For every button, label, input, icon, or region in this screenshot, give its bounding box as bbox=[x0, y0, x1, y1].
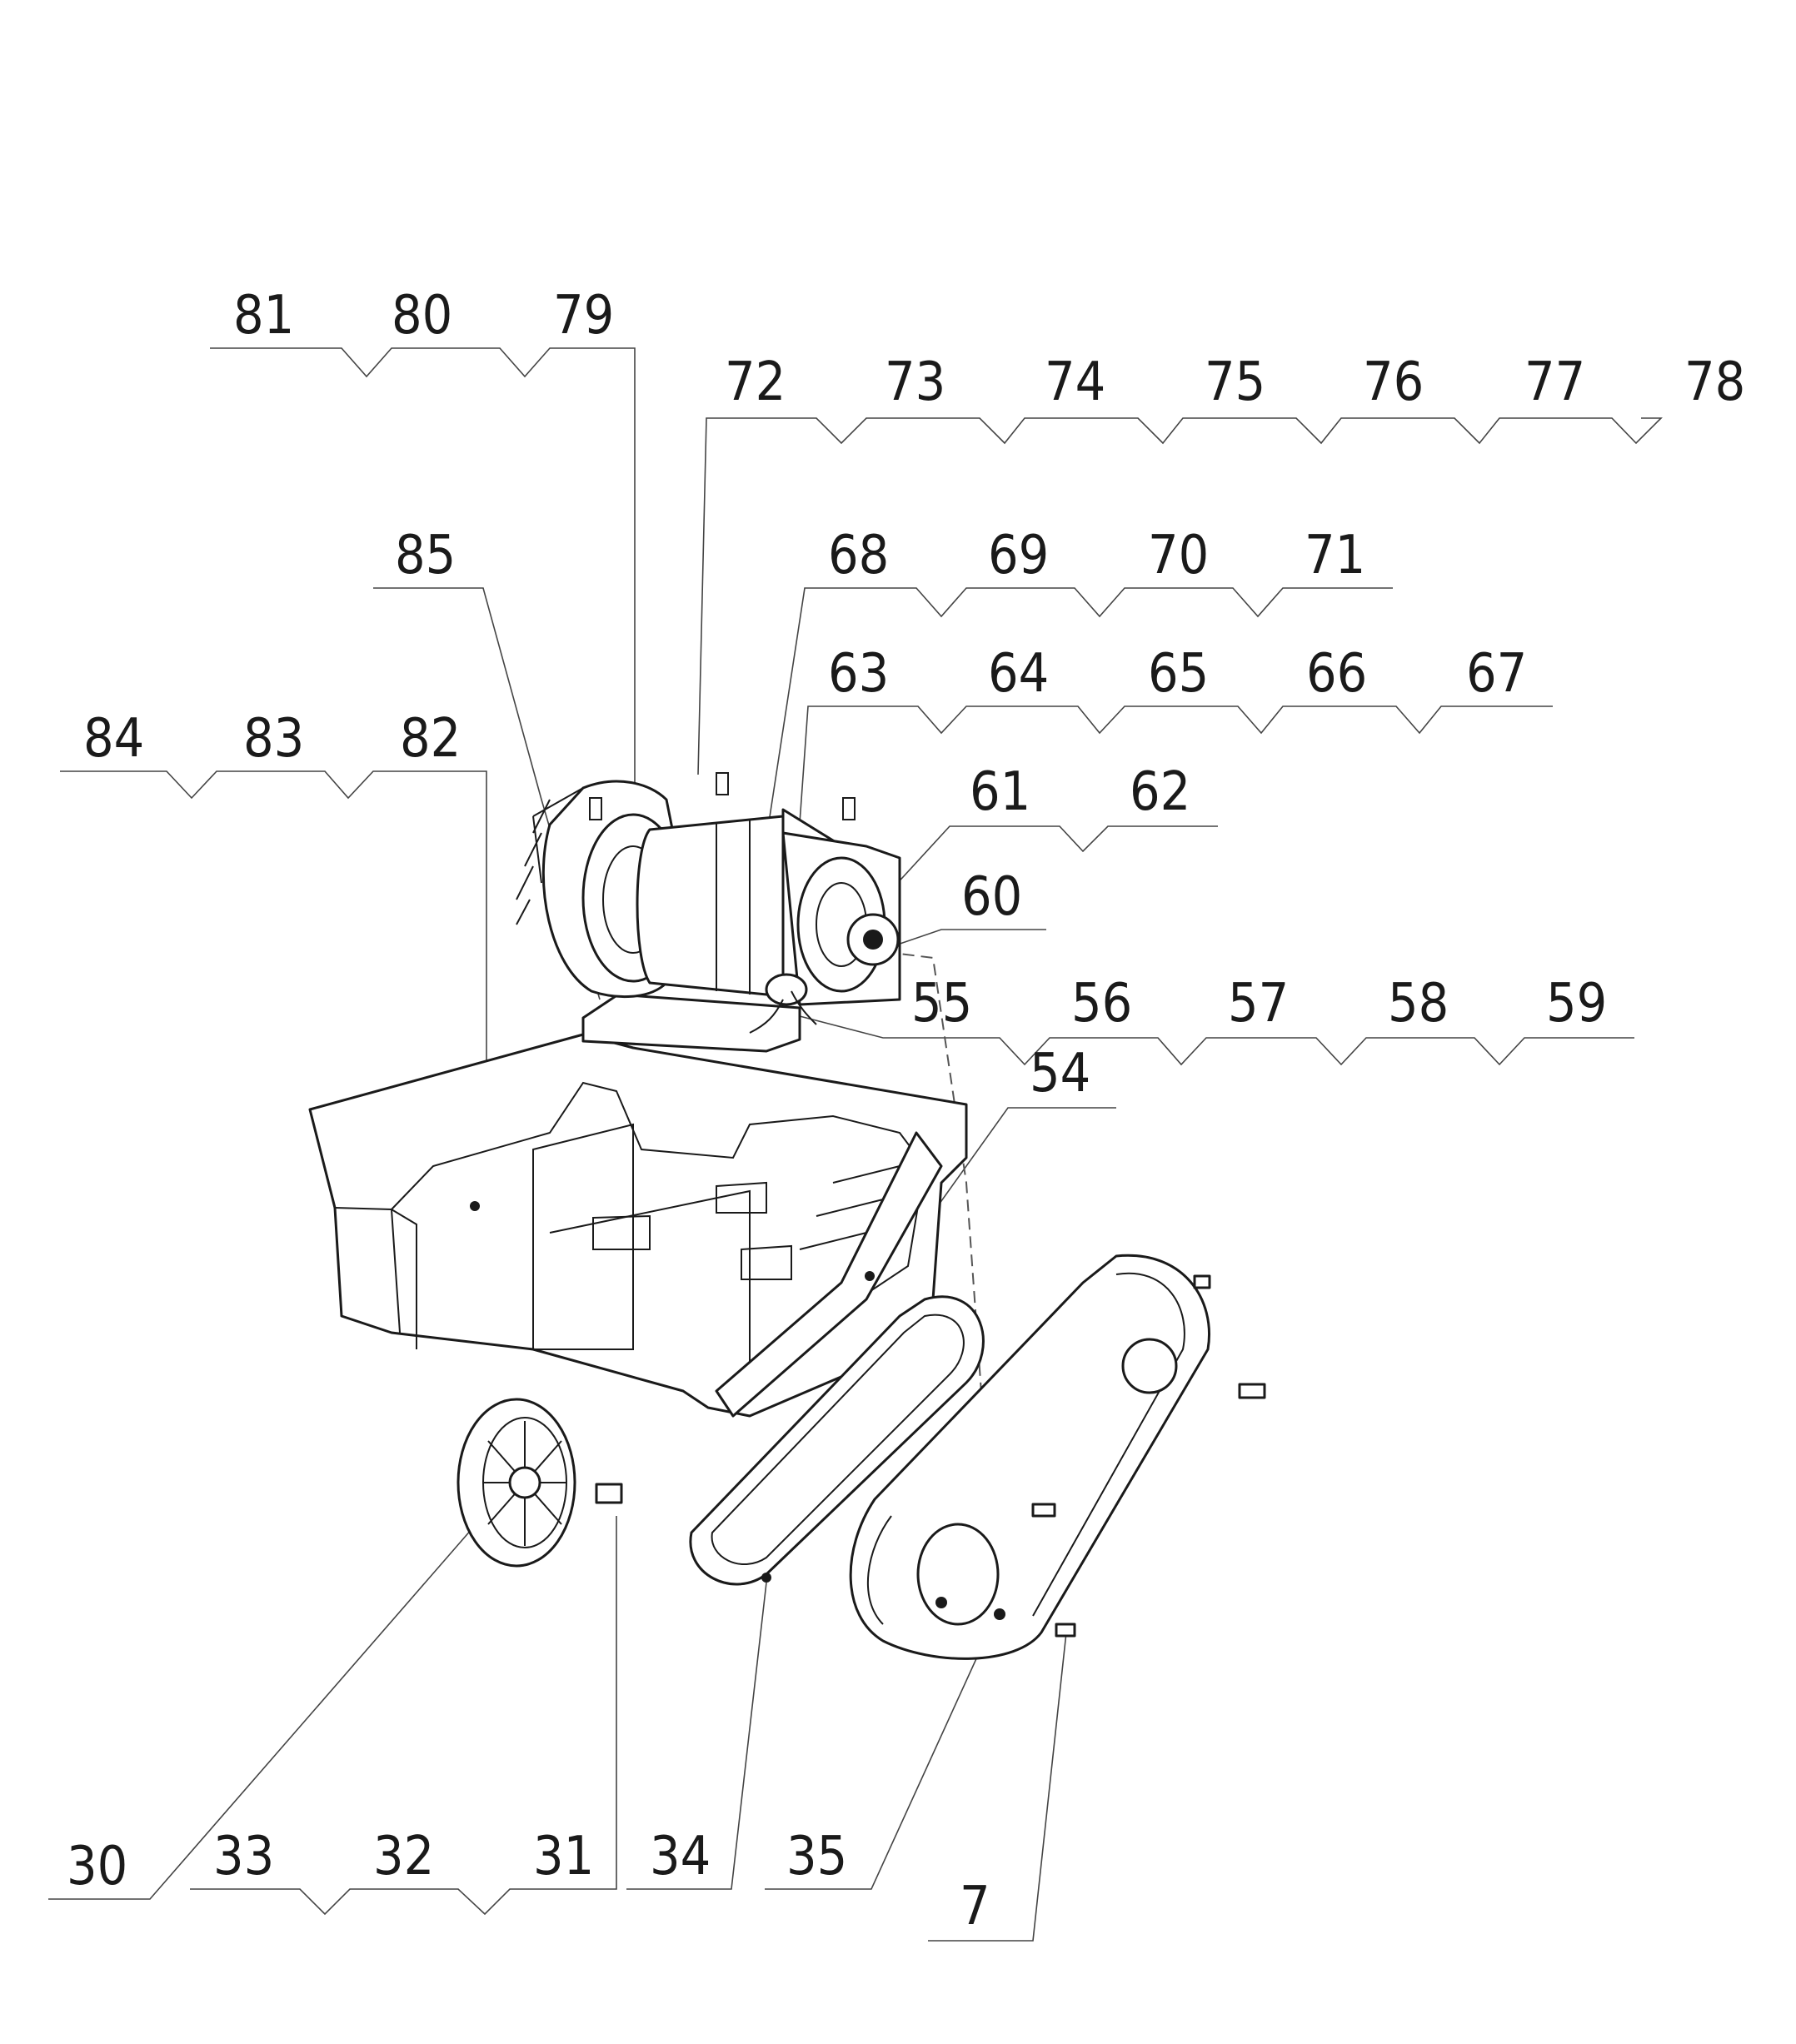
callout-56: 56 bbox=[1071, 973, 1132, 1034]
callout-64: 64 bbox=[988, 643, 1049, 705]
callout-81: 81 bbox=[233, 285, 294, 346]
callout-55: 55 bbox=[911, 973, 972, 1034]
fan-cover-grille bbox=[516, 787, 584, 925]
screw-top-1 bbox=[716, 772, 729, 795]
belt-cover-port-top bbox=[1121, 1338, 1178, 1394]
belt-cover-fasteners bbox=[935, 1274, 1266, 1638]
belt-marker bbox=[761, 1573, 771, 1583]
side-arm-ribs bbox=[799, 1165, 900, 1250]
leader-lines bbox=[48, 347, 1663, 1942]
leader-63-67 bbox=[792, 705, 1553, 917]
leader-34 bbox=[626, 1582, 767, 1890]
leader-68-71 bbox=[764, 587, 1393, 850]
callout-59: 59 bbox=[1546, 973, 1607, 1034]
fastener-6 bbox=[935, 1597, 947, 1608]
leader-72-78 bbox=[697, 417, 1663, 775]
housing-mount-blocks bbox=[592, 1181, 792, 1280]
callout-34: 34 bbox=[650, 1826, 711, 1887]
callout-83: 83 bbox=[243, 708, 304, 770]
callout-66: 66 bbox=[1306, 643, 1367, 705]
callout-80: 80 bbox=[392, 285, 452, 346]
leader-30 bbox=[48, 1515, 484, 1900]
callout-68: 68 bbox=[828, 525, 889, 586]
callout-71: 71 bbox=[1305, 525, 1365, 586]
housing-inner-wall bbox=[391, 1081, 926, 1367]
motor-base-plate bbox=[581, 993, 801, 1053]
fastener-1 bbox=[1193, 1274, 1211, 1289]
belt-cover-edge bbox=[866, 1272, 1185, 1625]
callout-82: 82 bbox=[400, 708, 461, 770]
fastener-5 bbox=[994, 1608, 1005, 1620]
callout-74: 74 bbox=[1045, 351, 1105, 413]
drive-pulley-hub bbox=[863, 930, 883, 950]
callout-33: 33 bbox=[213, 1826, 274, 1887]
callout-58: 58 bbox=[1388, 973, 1449, 1034]
motor-assembly bbox=[581, 772, 901, 1034]
callout-75: 75 bbox=[1205, 351, 1265, 413]
motor-wires bbox=[749, 990, 817, 1034]
callout-35: 35 bbox=[786, 1826, 847, 1887]
housing-bolt-2 bbox=[470, 1201, 480, 1211]
callout-72: 72 bbox=[725, 351, 786, 413]
callout-numbers: 81 80 79 72 73 74 75 76 77 78 85 68 69 7… bbox=[67, 285, 1745, 1937]
wheel-spokes bbox=[483, 1421, 566, 1546]
screw-top-3 bbox=[589, 797, 602, 820]
callout-76: 76 bbox=[1363, 351, 1424, 413]
wheel-bolt bbox=[595, 1483, 623, 1504]
callout-78: 78 bbox=[1684, 351, 1745, 413]
callout-73: 73 bbox=[885, 351, 945, 413]
housing-divider bbox=[532, 1123, 751, 1374]
leader-33-32-31 bbox=[190, 1516, 617, 1916]
leader-60 bbox=[882, 929, 1046, 950]
callout-79: 79 bbox=[553, 285, 614, 346]
wheel-hub bbox=[508, 1466, 541, 1499]
drive-belt bbox=[689, 1295, 985, 1586]
belt-inner bbox=[711, 1314, 965, 1566]
side-arm bbox=[715, 1131, 943, 1418]
fastener-2 bbox=[1238, 1383, 1266, 1399]
wheel bbox=[456, 1398, 623, 1568]
callout-77: 77 bbox=[1524, 351, 1585, 413]
belt-outer bbox=[689, 1295, 985, 1586]
callout-63: 63 bbox=[828, 643, 889, 705]
motor-screws bbox=[589, 772, 856, 820]
callout-54: 54 bbox=[1030, 1043, 1090, 1104]
callout-61: 61 bbox=[970, 761, 1030, 823]
screw-top-2 bbox=[842, 797, 856, 820]
leader-81-80-79 bbox=[210, 347, 636, 783]
callout-60: 60 bbox=[961, 866, 1022, 928]
callout-67: 67 bbox=[1466, 643, 1527, 705]
callout-85: 85 bbox=[395, 525, 456, 586]
leader-84-83-82 bbox=[60, 770, 487, 1149]
callout-7: 7 bbox=[960, 1876, 990, 1937]
callout-30: 30 bbox=[67, 1836, 127, 1897]
housing-chute-left bbox=[334, 1207, 417, 1349]
belt-cover-port-bottom bbox=[916, 1523, 1000, 1626]
capacitor bbox=[765, 973, 808, 1006]
motor-stator bbox=[636, 815, 801, 998]
leader-35 bbox=[765, 1607, 1000, 1890]
callout-31: 31 bbox=[533, 1826, 594, 1887]
callout-69: 69 bbox=[988, 525, 1049, 586]
callout-70: 70 bbox=[1148, 525, 1209, 586]
fastener-3 bbox=[1031, 1503, 1056, 1518]
belt-cover bbox=[849, 1254, 1266, 1660]
housing-bolt bbox=[865, 1271, 875, 1281]
fastener-4 bbox=[1055, 1623, 1076, 1638]
callout-32: 32 bbox=[373, 1826, 434, 1887]
callout-65: 65 bbox=[1148, 643, 1209, 705]
leader-61-62 bbox=[874, 825, 1218, 909]
housing-deck bbox=[308, 1033, 968, 1418]
leader-55-59 bbox=[799, 1015, 1634, 1066]
callout-57: 57 bbox=[1228, 973, 1289, 1034]
callout-84: 84 bbox=[83, 708, 144, 770]
callout-62: 62 bbox=[1130, 761, 1190, 823]
align-line-pulley bbox=[866, 949, 984, 1417]
motor-stator-ribs bbox=[716, 820, 751, 995]
leader-7 bbox=[928, 1632, 1067, 1942]
